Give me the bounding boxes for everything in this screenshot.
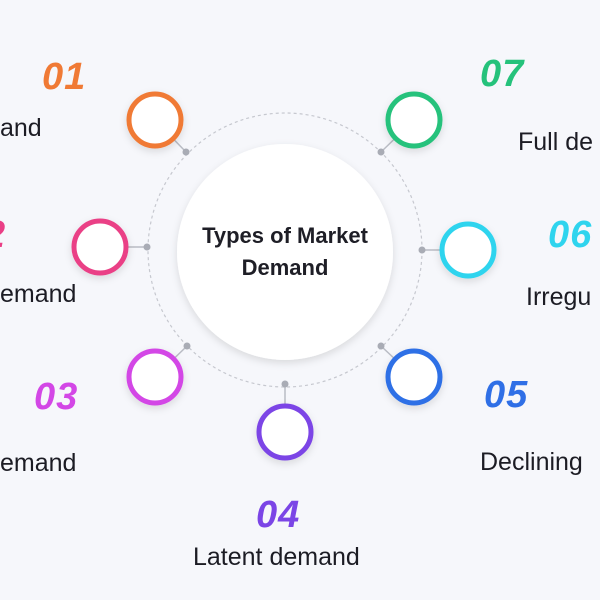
connector-dot (418, 246, 426, 254)
connector-dot (281, 380, 289, 388)
item-number-04: 04 (256, 494, 301, 536)
center-circle (177, 144, 393, 360)
item-node-circle (71, 218, 129, 276)
item-number-06: 06 (548, 214, 593, 256)
connector-dot (377, 148, 385, 156)
item-node-circle (439, 221, 497, 279)
item-number-01: 01 (42, 56, 87, 98)
item-number-07: 07 (480, 53, 525, 95)
item-label-03: emand (0, 449, 77, 477)
center-title: Types of Market Demand (202, 223, 368, 280)
item-label-06: Irregu (526, 283, 592, 311)
item-node-circle (256, 403, 314, 461)
item-label-01: and (0, 114, 42, 142)
item-label-04: Latent demand (193, 543, 360, 571)
connector-dot (377, 342, 385, 350)
connector-dot (183, 342, 191, 350)
item-label-05: Declining (480, 448, 583, 476)
item-number-02: 2 (0, 216, 6, 254)
item-label-02: emand (0, 280, 77, 308)
item-node-circle (385, 348, 443, 406)
item-node-circle (126, 348, 184, 406)
item-node-circle (126, 91, 184, 149)
item-node-circle (385, 91, 443, 149)
item-number-03: 03 (34, 376, 79, 418)
item-number-05: 05 (484, 374, 529, 416)
connector-dot (143, 243, 151, 251)
item-label-07: Full de (518, 128, 594, 156)
connector-dot (182, 148, 190, 156)
